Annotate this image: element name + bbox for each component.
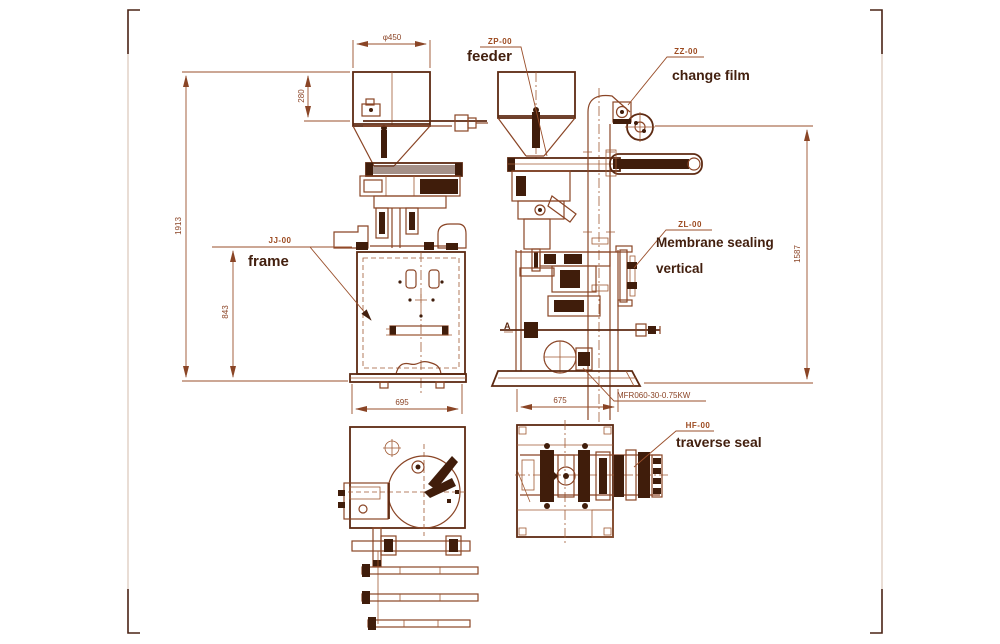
frame-label: frame (248, 253, 289, 270)
feeder-label: feeder (467, 48, 512, 65)
section-marker-a: A (504, 321, 511, 331)
callout-traverse-seal: HF-00 traverse seal (633, 421, 762, 468)
side-view: A (490, 71, 703, 426)
dimension-frame-height: 843 (212, 246, 352, 378)
rotary-side-mechanism (338, 482, 390, 520)
rotary-bottom-bar (351, 527, 471, 567)
top-view-rotary (338, 426, 479, 630)
change-film-label: change film (672, 67, 750, 83)
dimension-hopper-height: 280 (297, 71, 350, 122)
dim-280: 280 (297, 89, 306, 103)
traverse-seal-label: traverse seal (676, 434, 762, 450)
dim-695: 695 (395, 398, 409, 407)
frame-cabinet (349, 251, 467, 395)
dim-843: 843 (221, 305, 230, 319)
dimension-front-width: 695 (351, 384, 463, 414)
side-machine-body (490, 250, 661, 387)
change-film-code: ZZ-00 (674, 47, 698, 56)
membrane-sealing-code: ZL-00 (678, 220, 702, 229)
film-column (583, 88, 655, 426)
dimension-side-height: 1587 (644, 125, 813, 384)
top-view-traverse-seal (515, 420, 668, 543)
membrane-sealing-label-line1: Membrane sealing (656, 235, 774, 250)
motor-spec-label: MFR060-30-0.75KW (617, 391, 691, 400)
traverse-seal-code: HF-00 (686, 421, 711, 430)
front-view (333, 71, 488, 395)
dim-675: 675 (553, 396, 567, 405)
dimension-overall-height-front: 1913 (174, 71, 350, 382)
side-hopper (497, 71, 576, 160)
feed-rod (363, 114, 488, 132)
front-hopper (352, 71, 431, 167)
dim-1587: 1587 (793, 245, 802, 263)
feeder-code: ZP-00 (488, 37, 512, 46)
callout-change-film: ZZ-00 change film (627, 47, 750, 106)
sheet-border (127, 9, 883, 634)
callout-feeder: ZP-00 feeder (467, 37, 548, 157)
film-roll-arm (605, 149, 703, 177)
discharge-rails (361, 551, 479, 630)
callout-membrane-sealing: ZL-00 Membrane sealing vertical (633, 220, 774, 276)
callout-frame: JJ-00 frame (248, 236, 372, 321)
dimension-hopper-diameter: φ450 (352, 33, 431, 68)
membrane-sealing-label-line2: vertical (656, 261, 703, 276)
membrane-sealing-unit (615, 245, 637, 307)
frame-code: JJ-00 (269, 236, 292, 245)
front-machine-head (333, 162, 467, 250)
dim-phi450: φ450 (383, 33, 402, 42)
dimension-side-width: 675 (516, 389, 619, 412)
callout-motor-spec: MFR060-30-0.75KW (582, 367, 706, 402)
dim-1913: 1913 (174, 217, 183, 235)
